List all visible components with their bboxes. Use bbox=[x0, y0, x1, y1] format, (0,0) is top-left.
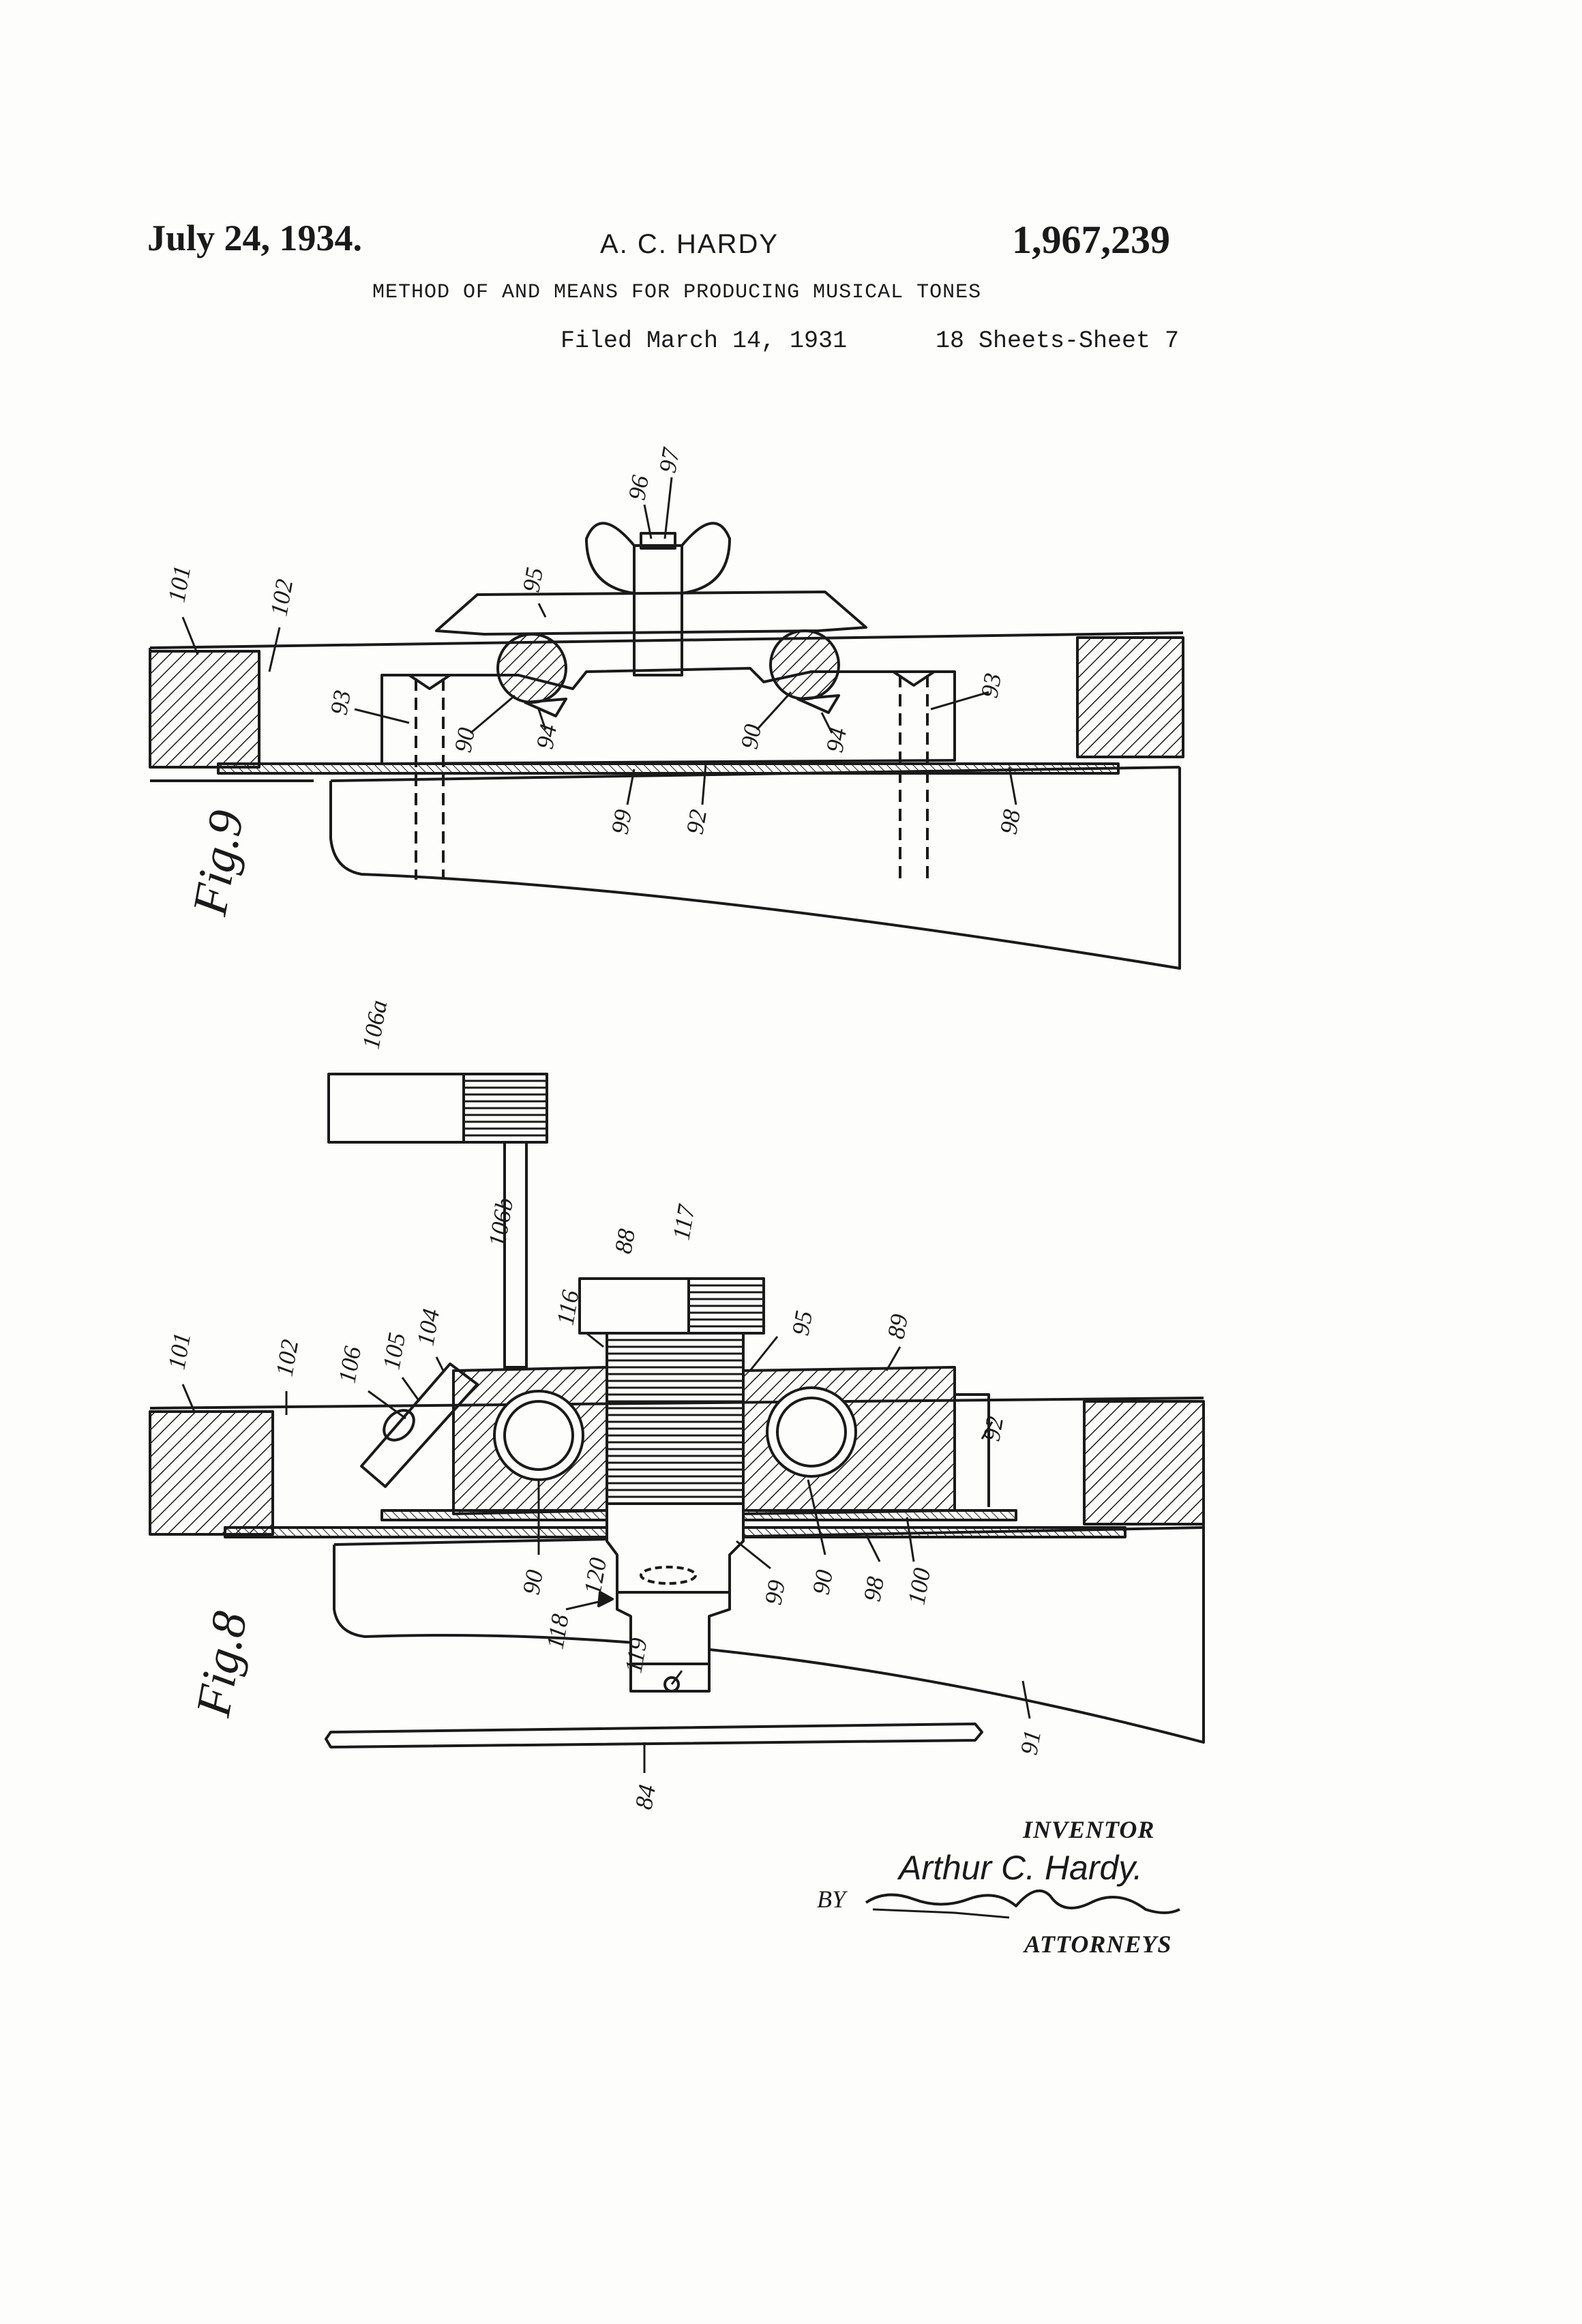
by-label: BY bbox=[817, 1886, 846, 1913]
ref-99: 99 bbox=[759, 1578, 790, 1607]
ref-93-right: 93 bbox=[975, 671, 1006, 700]
ref-84: 84 bbox=[629, 1783, 661, 1811]
ref-97: 97 bbox=[653, 445, 685, 475]
attorney-signature bbox=[865, 1889, 1180, 1914]
ref-102: 102 bbox=[265, 577, 298, 618]
patent-number: 1,967,239 bbox=[1012, 218, 1170, 262]
ref-98: 98 bbox=[994, 807, 1026, 836]
ref-95: 95 bbox=[517, 565, 548, 594]
inventor-label: INVENTOR bbox=[1023, 1816, 1155, 1843]
ref-116: 116 bbox=[551, 1288, 584, 1327]
ref-93-left: 93 bbox=[325, 688, 356, 717]
ref-90-left: 90 bbox=[517, 1568, 548, 1596]
ref-119: 119 bbox=[619, 1636, 652, 1675]
filed-date: Filed March 14, 1931 bbox=[561, 327, 848, 355]
ref-106: 106 bbox=[333, 1344, 366, 1385]
inventor-header: A. C. HARDY bbox=[600, 229, 779, 259]
ref-92: 92 bbox=[977, 1414, 1009, 1443]
sheet-count: 18 Sheets-Sheet 7 bbox=[936, 327, 1180, 355]
ref-101: 101 bbox=[162, 563, 196, 604]
fig8-drawing bbox=[149, 1073, 1205, 1773]
ref-94-right: 94 bbox=[820, 726, 852, 754]
ref-106a: 106a bbox=[357, 998, 392, 1052]
attorneys-label: ATTORNEYS bbox=[1024, 1931, 1172, 1958]
ref-94-left: 94 bbox=[531, 722, 562, 751]
ref-90-right: 90 bbox=[735, 722, 766, 751]
ref-92: 92 bbox=[681, 807, 712, 836]
ref-104: 104 bbox=[411, 1307, 445, 1347]
ref-96: 96 bbox=[623, 473, 654, 502]
ref-105: 105 bbox=[377, 1330, 411, 1371]
ref-120: 120 bbox=[578, 1555, 612, 1596]
ref-118: 118 bbox=[541, 1612, 573, 1651]
fig8-caption: Fig.8 bbox=[185, 1607, 258, 1721]
inventor-name: Arthur C. Hardy. bbox=[899, 1849, 1143, 1887]
fig9-drawing bbox=[149, 477, 1184, 970]
ref-91: 91 bbox=[1015, 1728, 1046, 1757]
ref-95: 95 bbox=[786, 1309, 818, 1337]
fig9-labels: Fig.9 101 102 95 96 97 93 93 90 94 90 94… bbox=[162, 445, 1026, 920]
ref-102: 102 bbox=[270, 1337, 303, 1378]
ref-98: 98 bbox=[858, 1575, 889, 1603]
ref-90-left: 90 bbox=[449, 726, 480, 754]
ref-100: 100 bbox=[902, 1566, 936, 1607]
ref-117: 117 bbox=[667, 1202, 700, 1242]
fig8-labels: Fig.8 106a 106b 88 117 101 102 106 105 1… bbox=[162, 998, 1046, 1812]
patent-title: METHOD OF AND MEANS FOR PRODUCING MUSICA… bbox=[372, 281, 982, 304]
ref-106b: 106b bbox=[483, 1196, 518, 1249]
ref-90-right: 90 bbox=[807, 1568, 838, 1596]
ref-99: 99 bbox=[606, 807, 637, 836]
patent-date: July 24, 1934. bbox=[147, 218, 363, 258]
fig9-caption: Fig.9 bbox=[182, 806, 254, 920]
ref-89: 89 bbox=[882, 1312, 913, 1341]
ref-101: 101 bbox=[162, 1330, 196, 1371]
ref-88: 88 bbox=[609, 1227, 640, 1255]
